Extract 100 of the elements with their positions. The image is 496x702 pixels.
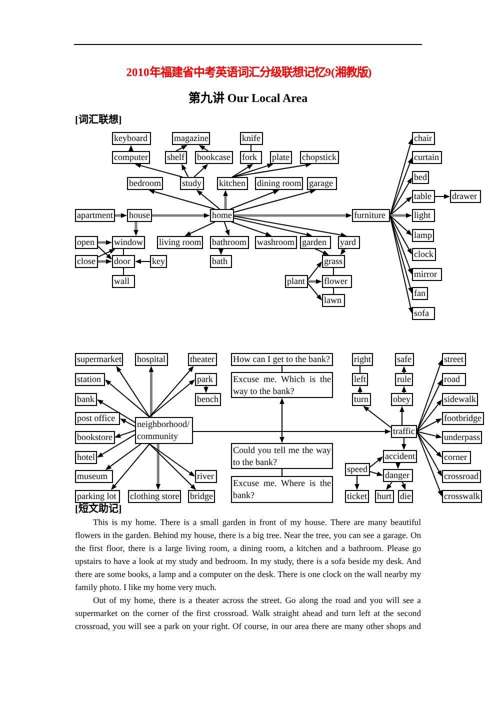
arrow [232, 164, 254, 178]
word-box: kitchen [217, 177, 248, 190]
arrow [354, 476, 360, 490]
word-box: lawn [322, 294, 345, 307]
arrow [98, 246, 112, 260]
arrow [234, 213, 352, 218]
arrow [402, 366, 406, 374]
arrow [116, 366, 150, 418]
word-box: mirror [412, 268, 442, 281]
section-heading: [词汇联想] [75, 115, 122, 127]
word-box: crossroad [442, 470, 480, 483]
word-box: table [412, 190, 435, 203]
word-box: living room [157, 236, 204, 249]
arrow [218, 248, 224, 255]
arrow [184, 222, 216, 236]
word-box: right [352, 353, 373, 366]
word-box: washroom [255, 236, 296, 249]
arrow [402, 438, 406, 450]
arrow [149, 366, 194, 418]
word-box: open [75, 236, 98, 249]
arrow [156, 444, 161, 490]
word-box: study [180, 177, 204, 190]
arrow [390, 213, 412, 218]
word-box: crosswalk [442, 490, 482, 503]
word-box: die [398, 490, 413, 503]
arrow [152, 213, 210, 218]
arrow [114, 430, 136, 438]
title: 2010年福建省中考英语词汇分级联想记忆9(湘教版) [126, 66, 372, 81]
arrow [386, 482, 392, 490]
word-box: footbridge [442, 412, 484, 425]
arrow [182, 164, 189, 178]
word-box: clothing store [128, 490, 182, 503]
word-box: dining room [255, 177, 304, 190]
word-box: bookcase [195, 151, 232, 164]
word-box: shelf [165, 151, 187, 164]
arrow [98, 259, 112, 264]
word-box: road [442, 373, 466, 386]
section-heading: [短文助记] [75, 504, 122, 516]
word-box: obey [391, 393, 413, 406]
arrow [230, 190, 280, 210]
word-box: clock [412, 248, 436, 261]
word-box: bookstore [75, 431, 114, 444]
arrow [134, 222, 138, 236]
word-box: park [195, 373, 217, 386]
word-box: grass [322, 255, 345, 268]
arrow [128, 145, 134, 152]
word-box: danger [383, 469, 413, 482]
arrow [198, 145, 209, 152]
arrow [223, 190, 228, 209]
arrow [308, 262, 322, 280]
arrow [416, 431, 442, 438]
arrow [416, 431, 442, 476]
arrow [204, 386, 208, 393]
word-box: magazine [172, 132, 210, 145]
paragraph: Out of my home, there is a theater across the street. Go along the road and you will see a supermarket on the corner of the first crossroad. Walk straight ahead and turn left at the second crossroad, you will see a park on your right. Of course, in our area there are many other shops and [75, 594, 421, 633]
connector-line [123, 268, 124, 276]
word-box: wall [112, 275, 135, 288]
arrow [402, 386, 406, 394]
word-box: post office [75, 412, 120, 425]
word-box: safe [395, 353, 414, 366]
arrow [114, 213, 127, 218]
paragraph: This is my home. There is a small garden in front of my house. There are many beautiful flowers in the garden. Behind my house, there is a big tree. Near the tree, you can see a garage. On the first floor, there is a large living room, a dining room, a kitchen and a bathroom. Please go upstairs to have a look at my study and bedroom. In my study, there is a sofa beside my desk. And there are some books, a lamp and a computer on the desk. There is one clock on the wall nearby my family photo. I like my home very much. [75, 516, 421, 594]
connector-line [123, 248, 124, 256]
word-box: left [352, 373, 368, 386]
arrow [416, 360, 442, 432]
arrow [97, 400, 136, 423]
word-box: sidewalk [442, 393, 478, 406]
word-box: fork [240, 151, 262, 164]
connector-line [333, 288, 334, 294]
word-box: key [150, 255, 167, 268]
arrow [390, 178, 412, 216]
arrow [308, 279, 322, 284]
arrow [176, 145, 188, 152]
word-box: apartment [75, 209, 115, 222]
word-box: traffic [391, 425, 417, 438]
arrow [135, 259, 150, 264]
arrow [390, 215, 412, 254]
word-box: accident [383, 450, 417, 463]
arrow [148, 366, 154, 417]
word-box: museum [75, 470, 113, 483]
word-box: fan [412, 287, 428, 300]
word-box: station [75, 373, 105, 386]
word-box: bridge [188, 490, 215, 503]
arrow [149, 380, 195, 418]
word-box: bench [195, 393, 220, 406]
arrow [416, 431, 442, 458]
arrow [234, 218, 312, 237]
word-box: turn [352, 393, 370, 406]
arrow [401, 482, 406, 490]
word-box: bath [210, 255, 232, 268]
arrow [363, 406, 392, 428]
word-box: yard [338, 236, 360, 249]
word-box: speed [345, 463, 370, 476]
word-box: rule [395, 373, 413, 386]
connector-line [333, 268, 334, 276]
arrow [234, 216, 347, 238]
arrow [358, 386, 362, 394]
word-box: lamp [412, 229, 434, 242]
arrow [134, 163, 183, 178]
word-box: chair [412, 132, 435, 145]
